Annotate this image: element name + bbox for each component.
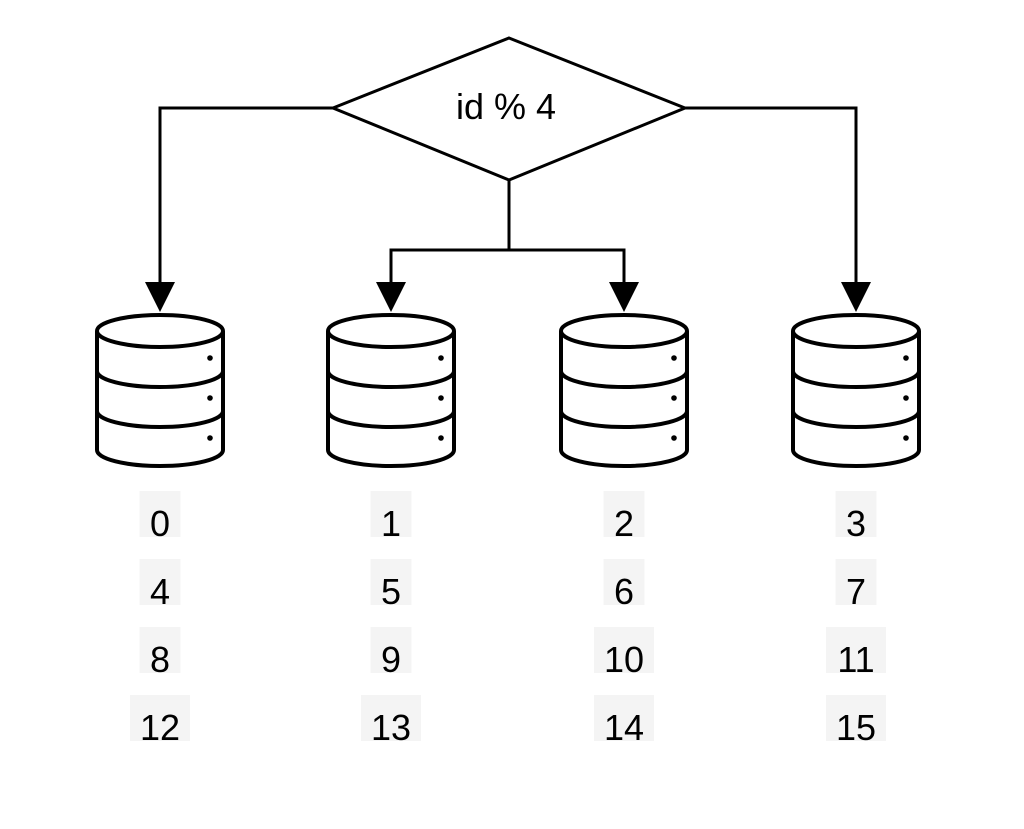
- shard-id-label: 12: [140, 707, 180, 748]
- shard-id-label: 2: [614, 503, 634, 544]
- shard-id-label: 14: [604, 707, 644, 748]
- arrowhead-icon: [145, 282, 175, 312]
- database-icon: [95, 313, 225, 468]
- arrowheads: [145, 282, 871, 312]
- connector-to-shard-0: [158, 106, 333, 282]
- shard-id-column: 3 7 11 15: [826, 491, 886, 748]
- shard-id-label: 7: [846, 571, 866, 612]
- arrowhead-icon: [609, 282, 639, 312]
- shard-id-label: 10: [604, 639, 644, 680]
- decision-label: id % 4: [456, 86, 556, 127]
- database-icon: [791, 313, 921, 468]
- arrowhead-icon: [376, 282, 406, 312]
- shard-id-label: 8: [150, 639, 170, 680]
- shard-id-label: 4: [150, 571, 170, 612]
- shard-id-label: 3: [846, 503, 866, 544]
- shard-id-label: 5: [381, 571, 401, 612]
- decision-node: id % 4: [328, 36, 690, 182]
- database-icon: [326, 313, 456, 468]
- shard-id-label: 15: [836, 707, 876, 748]
- shard-id-column: 1 5 9 13: [361, 491, 421, 748]
- shard-id-column: 2 6 10 14: [594, 491, 654, 748]
- shard-icons: [95, 313, 921, 468]
- connectors: [158, 106, 858, 282]
- shard-id-column: 0 4 8 12: [130, 491, 190, 748]
- connector-center-branch: [389, 248, 626, 282]
- connector-to-shard-3: [685, 106, 858, 282]
- arrowhead-icon: [841, 282, 871, 312]
- decision-diamond: [328, 36, 690, 182]
- shard-id-label: 6: [614, 571, 634, 612]
- shard-id-label: 13: [371, 707, 411, 748]
- database-icon: [559, 313, 689, 468]
- shard-id-label: 1: [381, 503, 401, 544]
- shard-id-label: 0: [150, 503, 170, 544]
- shard-id-label: 11: [837, 639, 874, 680]
- shard-id-label: 9: [381, 639, 401, 680]
